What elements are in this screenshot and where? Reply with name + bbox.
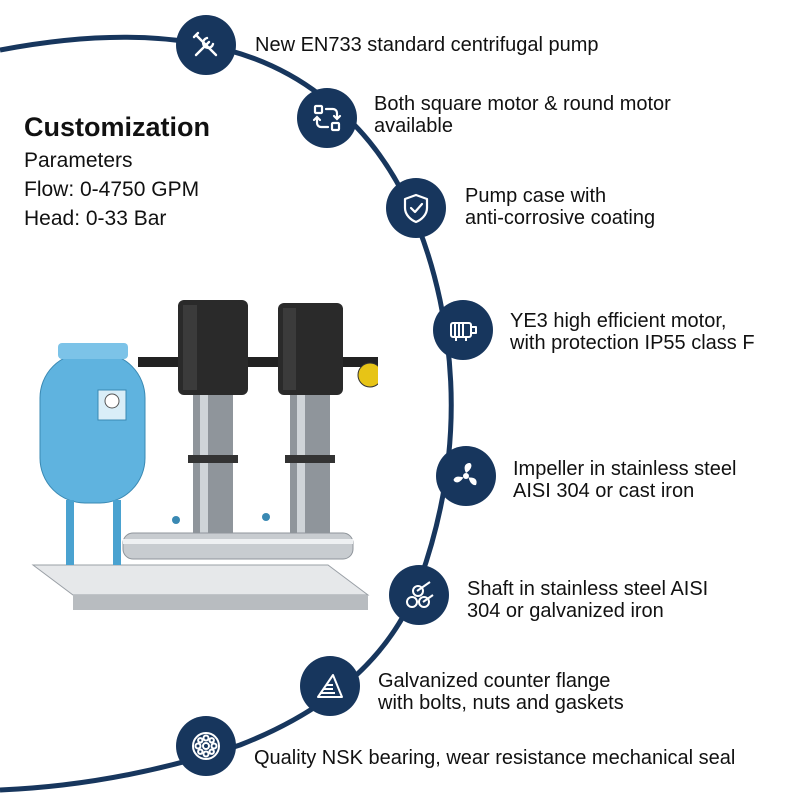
feature-8-line-1: Quality NSK bearing, wear resistance mec…: [254, 747, 736, 769]
motor-icon: [433, 300, 493, 360]
shield-check-icon: [386, 178, 446, 238]
flow-spec: Flow: 0-4750 GPM: [24, 178, 200, 201]
feature-2-line-1: Both square motor & round motor: [374, 93, 671, 115]
feature-item-4: YE3 high efficient motor, with protectio…: [510, 310, 755, 354]
feature-4-line-2: with protection IP55 class F: [510, 332, 755, 354]
feature-3-line-1: Pump case with: [465, 185, 607, 207]
swap-icon: [297, 88, 357, 148]
customization-block: Customization Parameters Flow: 0-4750 GP…: [24, 110, 210, 233]
feature-7-line-1: Galvanized counter flange: [378, 670, 611, 692]
feature-item-6: Shaft in stainless steel AISI 304 or gal…: [467, 578, 708, 622]
feature-2-line-2: available: [374, 115, 453, 137]
feature-item-7: Galvanized counter flange with bolts, nu…: [378, 670, 624, 714]
feature-3-line-2: anti-corrosive coating: [465, 207, 656, 229]
fan-icon: [436, 446, 496, 506]
feature-item-2: Both square motor & round motor availabl…: [374, 93, 671, 137]
head-spec: Head: 0-33 Bar: [24, 207, 167, 230]
feature-5-line-2: AISI 304 or cast iron: [513, 480, 695, 502]
flange-icon: [300, 656, 360, 716]
pump-system-image: [31, 300, 378, 610]
customization-title: Customization: [24, 112, 210, 142]
feature-item-5: Impeller in stainless steel AISI 304 or …: [513, 458, 736, 502]
tools-icon: [176, 15, 236, 75]
feature-item-1: New EN733 standard centrifugal pump: [255, 34, 599, 56]
feature-6-line-2: 304 or galvanized iron: [467, 600, 664, 622]
shaft-icon: [389, 565, 449, 625]
feature-item-3: Pump case with anti-corrosive coating: [465, 185, 655, 229]
parameters-label: Parameters: [24, 149, 133, 172]
feature-4-line-1: YE3 high efficient motor,: [510, 310, 727, 332]
feature-7-line-2: with bolts, nuts and gaskets: [378, 692, 624, 714]
feature-6-line-1: Shaft in stainless steel AISI: [467, 578, 709, 600]
feature-1-line-1: New EN733 standard centrifugal pump: [255, 34, 599, 56]
feature-5-line-1: Impeller in stainless steel: [513, 458, 737, 480]
bearing-icon: [176, 716, 236, 776]
feature-item-8: Quality NSK bearing, wear resistance mec…: [254, 747, 735, 769]
